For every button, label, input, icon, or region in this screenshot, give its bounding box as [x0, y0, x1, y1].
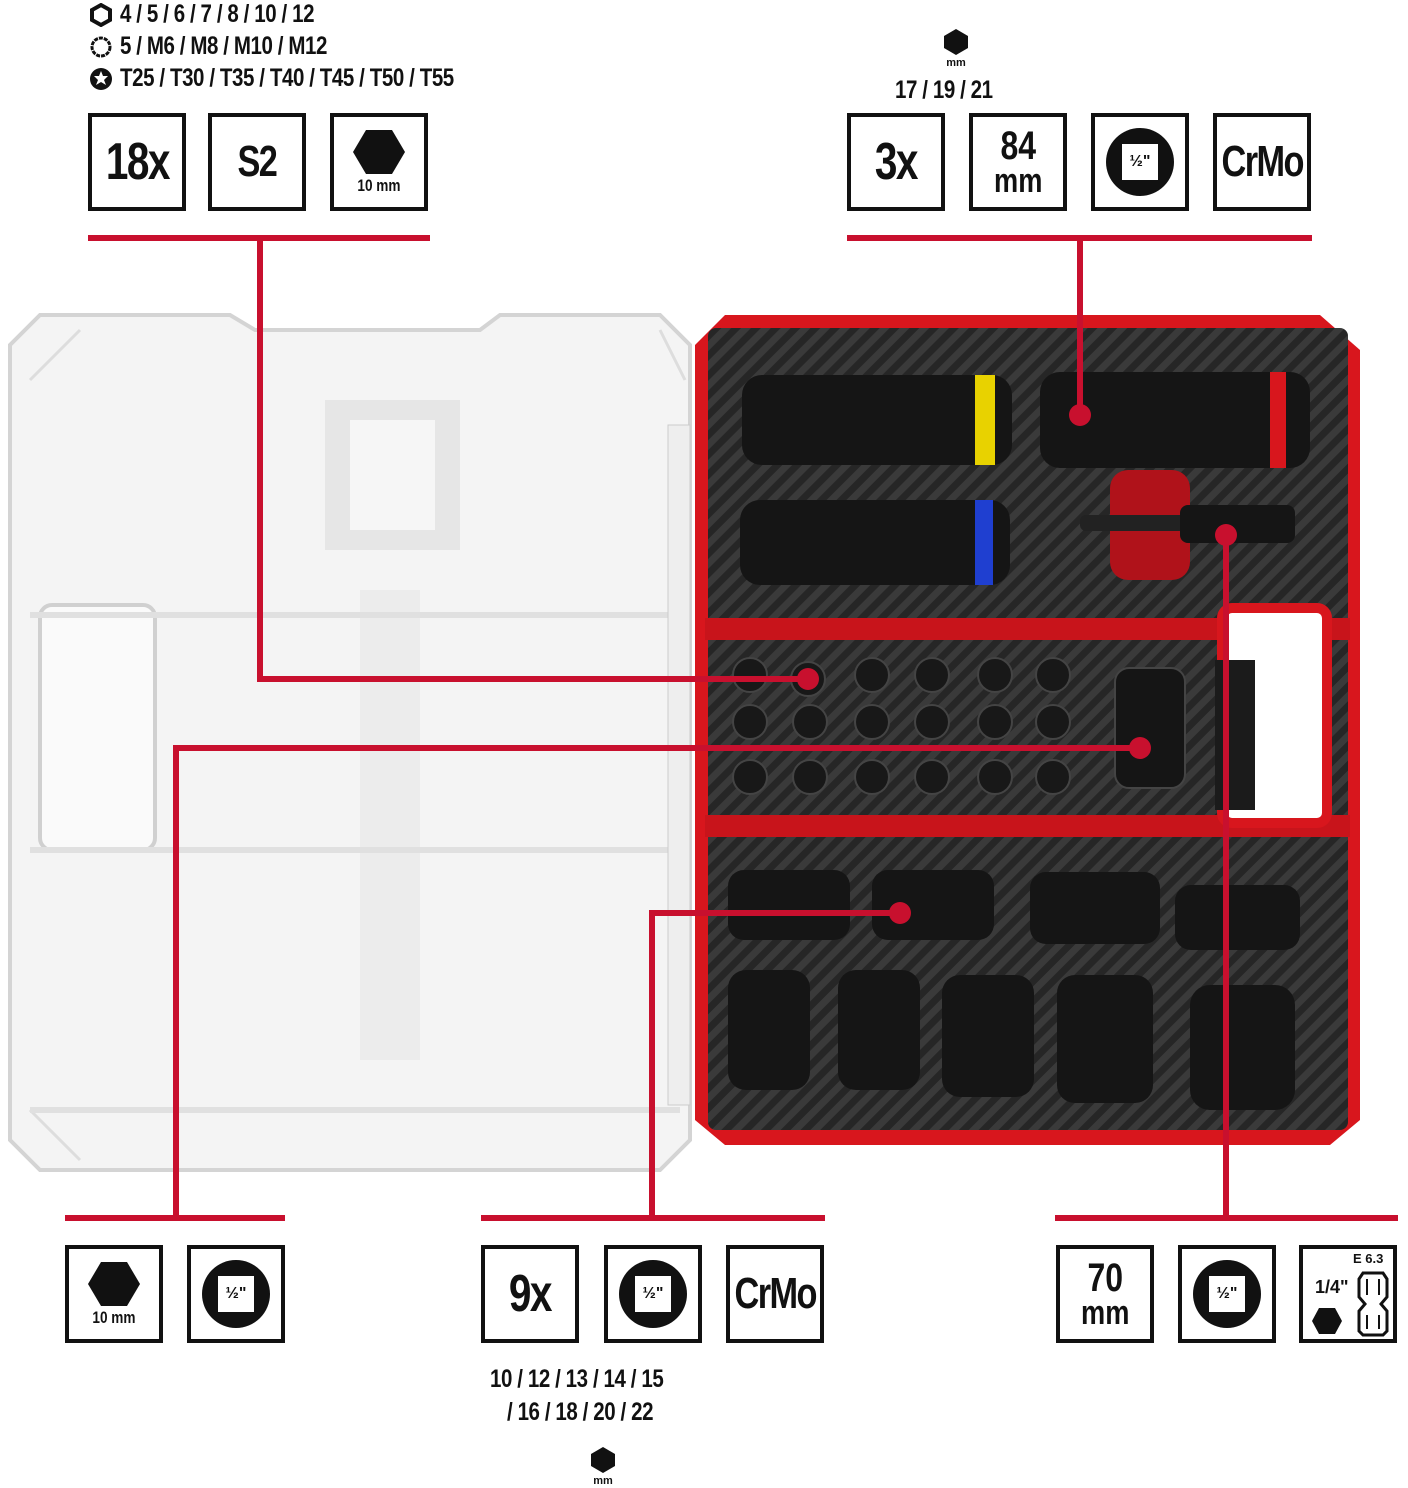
deep-sockets-count-box: 3x: [847, 113, 945, 211]
bit-standard: E 6.3: [1353, 1251, 1384, 1266]
hexagon-icon: [88, 1262, 140, 1306]
deep-sockets-count: 3x: [875, 133, 919, 191]
torx-profile-icon: [90, 68, 112, 90]
material: CrMo: [734, 1269, 817, 1318]
spline-profile-icon: [90, 36, 112, 58]
adapter-leader-line: [173, 745, 1140, 751]
extension-bit-holder-box: E 6.3 1/4": [1299, 1245, 1397, 1343]
bits-leader-line: [257, 235, 263, 682]
extension-drive-box: ½": [1178, 1245, 1276, 1343]
adapter-shank-box: 10 mm: [65, 1245, 163, 1343]
sockets-leader-line: [649, 910, 655, 1218]
bits-shank-box: 10 mm: [330, 113, 428, 211]
bits: [732, 657, 1186, 795]
bits-material-box: S2: [208, 113, 306, 211]
deep-sockets-pointer-dot: [1069, 404, 1091, 426]
deep-sockets-sizes: 17 / 19 / 21: [895, 76, 993, 104]
hexagon-icon: [1312, 1308, 1342, 1334]
bits-hex-sizes: 4 / 5 / 6 / 7 / 8 / 10 / 12: [120, 0, 315, 28]
extension-leader-line: [1223, 535, 1229, 1218]
bits-spline-sizes: 5 / M6 / M8 / M10 / M12: [120, 32, 328, 60]
adapter-callout-bar: [65, 1215, 285, 1221]
sockets-leader-line: [649, 910, 900, 916]
adapter-shank-size: 10 mm: [92, 1308, 136, 1327]
hex-profile-icon: [90, 3, 112, 27]
square-drive-icon: ½": [1193, 1260, 1261, 1328]
deep-sockets-unit: mm: [946, 57, 966, 69]
bits-count: 18x: [105, 133, 170, 191]
bits-torx-sizes: T25 / T30 / T35 / T40 / T45 / T50 / T55: [120, 64, 454, 92]
extension-bar: [1080, 505, 1295, 543]
sockets-pointer-dot: [889, 902, 911, 924]
length-unit: mm: [993, 161, 1043, 200]
sockets-count-box: 9x: [481, 1245, 579, 1343]
sockets-sizes-line2: / 16 / 18 / 20 / 22: [507, 1398, 654, 1426]
bits-leader-line: [257, 676, 808, 682]
hexagon-icon: [591, 1447, 615, 1473]
sockets-material-box: CrMo: [726, 1245, 824, 1343]
length-value: 84: [1000, 123, 1036, 168]
material: CrMo: [1221, 137, 1304, 186]
adapter-pointer-dot: [1129, 737, 1151, 759]
sockets-unit: mm: [593, 1475, 613, 1487]
bits-count-box: 18x: [88, 113, 186, 211]
square-drive-icon: ½": [1106, 128, 1174, 196]
drive-size: ½": [1209, 1276, 1245, 1312]
sockets-callout-bar: [481, 1215, 825, 1221]
bits-shank-size: 10 mm: [357, 176, 401, 195]
extension-pointer-dot: [1215, 524, 1237, 546]
bit-size: 1/4": [1315, 1277, 1349, 1297]
drive-size: ½": [218, 1276, 254, 1312]
bits-material: S2: [237, 137, 278, 186]
length-unit: mm: [1080, 1293, 1130, 1332]
square-drive-icon: ½": [619, 1260, 687, 1328]
deep-sockets-drive-box: ½": [1091, 113, 1189, 211]
drive-size: ½": [1122, 144, 1158, 180]
deep-sockets-material-box: CrMo: [1213, 113, 1311, 211]
sockets-sizes-line1: 10 / 12 / 13 / 14 / 15: [490, 1365, 664, 1393]
bits-pointer-dot: [797, 668, 819, 690]
impact-sockets: [728, 870, 1300, 1110]
hexagon-icon: [944, 29, 968, 55]
drive-size: ½": [635, 1276, 671, 1312]
deep-sockets-leader-line: [1077, 235, 1083, 415]
adapter-drive-box: ½": [187, 1245, 285, 1343]
sockets-drive-box: ½": [604, 1245, 702, 1343]
extension-callout-bar: [1055, 1215, 1398, 1221]
hexagon-icon: [353, 130, 405, 174]
length-value: 70: [1087, 1255, 1123, 1300]
transparent-lid: [8, 313, 692, 1172]
sockets-count: 9x: [509, 1265, 553, 1323]
bit-holder-icon: [1357, 1271, 1389, 1337]
square-drive-icon: ½": [202, 1260, 270, 1328]
deep-sockets: [740, 372, 1310, 585]
adapter-leader-line: [173, 745, 179, 1218]
